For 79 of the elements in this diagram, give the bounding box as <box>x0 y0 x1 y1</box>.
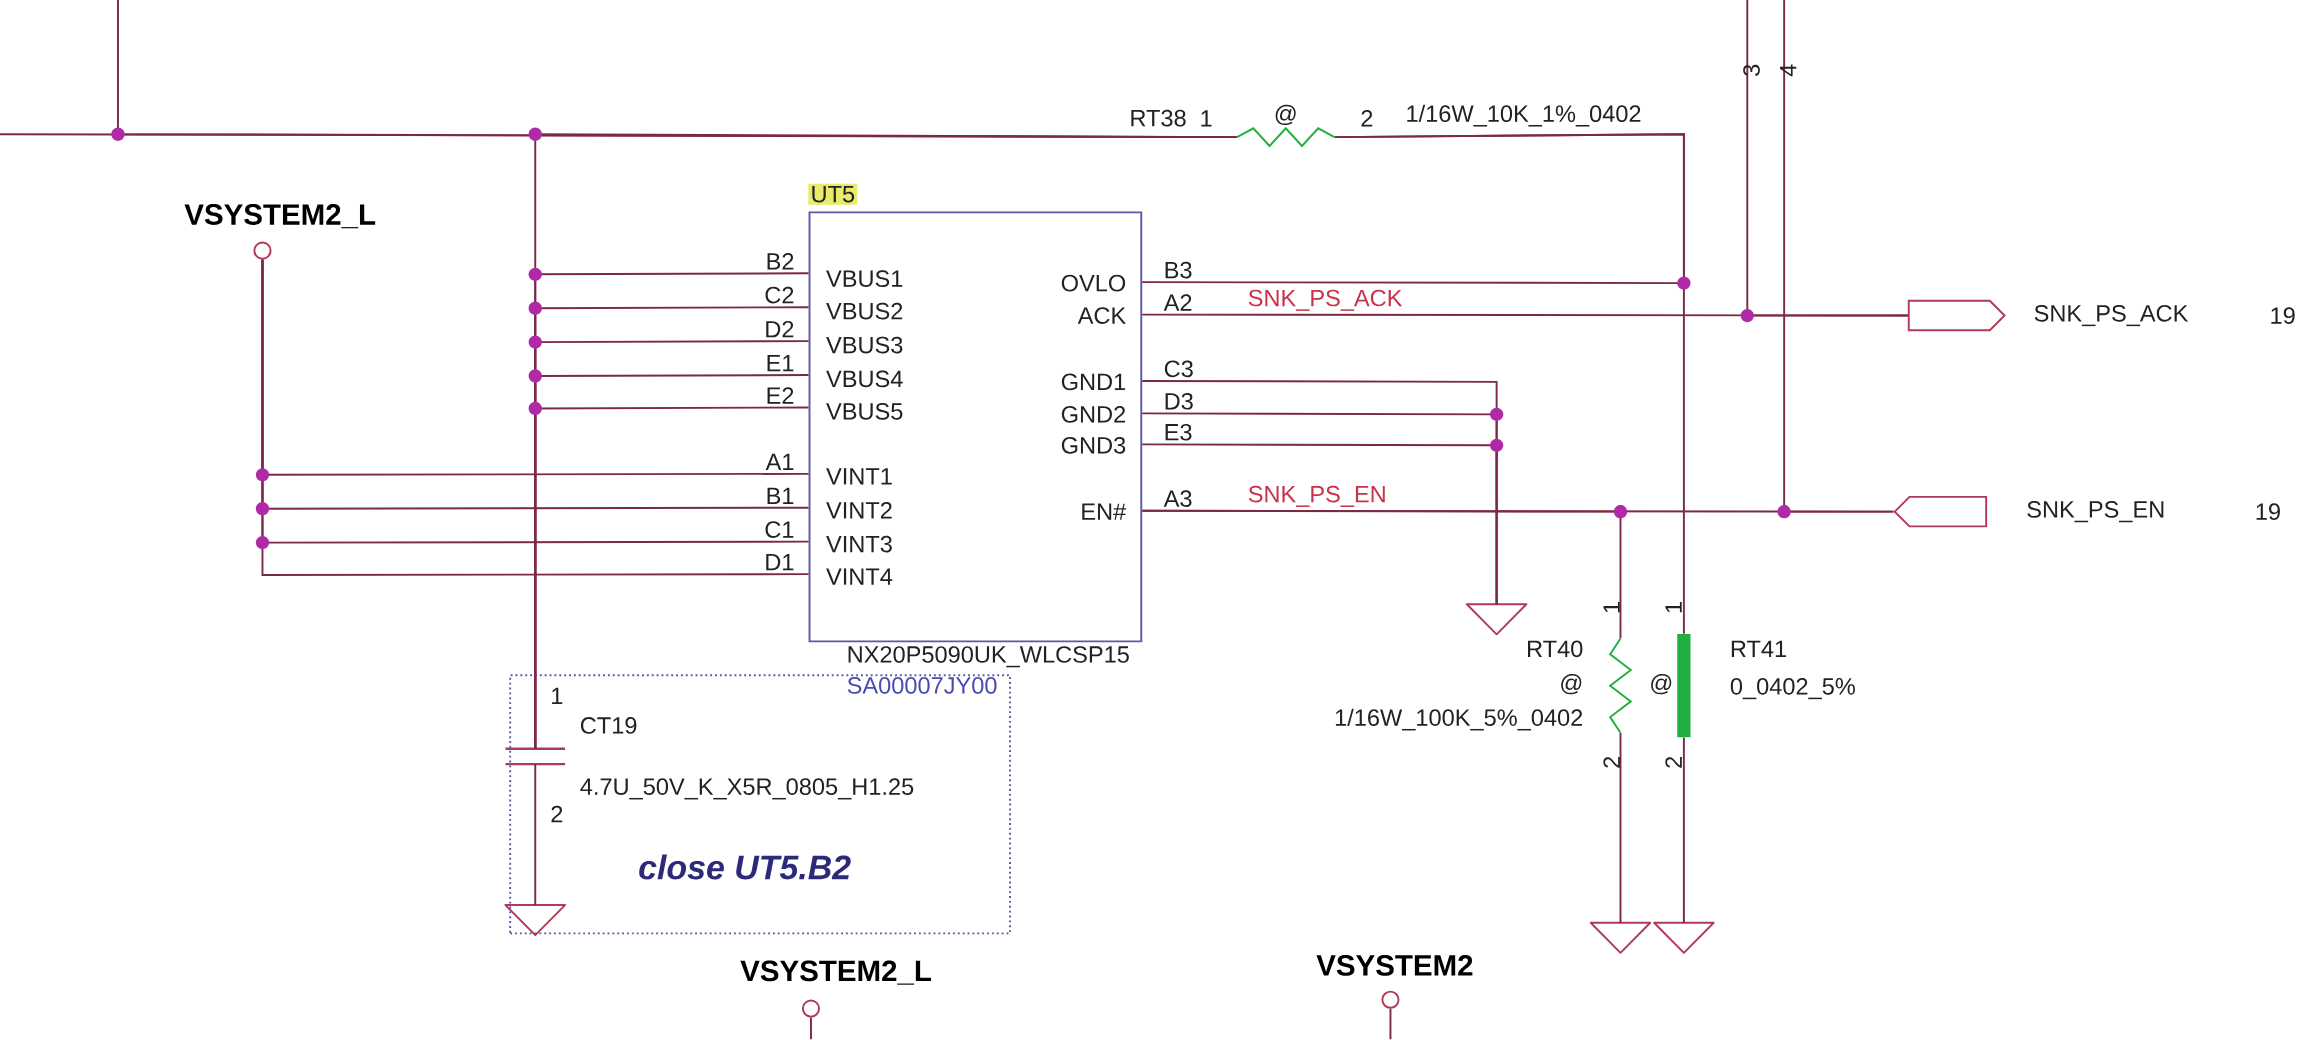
pin-name: ACK <box>1077 307 1126 325</box>
pin-number: 19 <box>2271 307 2295 325</box>
pin-name: VBUS5 <box>826 403 903 420</box>
pin-number: A2 <box>1162 293 1194 313</box>
wire <box>1783 0 1895 513</box>
component-label: CT19 <box>581 717 637 735</box>
component-label: @ <box>1561 674 1582 695</box>
pin-number: 1 <box>1201 110 1212 127</box>
pin-number: 19 <box>2256 503 2280 521</box>
pin-number: 2 <box>1603 757 1620 768</box>
wire <box>1333 133 1685 635</box>
pin-name: GND1 <box>1061 373 1126 391</box>
pin-name: VINT2 <box>826 502 892 519</box>
component-label: RT40 <box>1528 640 1583 658</box>
pin-name: VBUS4 <box>826 370 903 388</box>
component-value: NX20P5090UK_WLCSP15 <box>848 646 1129 668</box>
power-rail-label: VSYSTEM2_L <box>740 960 931 985</box>
pin-number: E1 <box>764 353 796 373</box>
pin-number: 4 <box>1780 64 1797 77</box>
wire <box>117 0 1238 139</box>
part-number: SA00007JY00 <box>847 677 997 695</box>
component-label: SNK_PS_ACK <box>2034 305 2189 327</box>
pin-name: GND2 <box>1061 406 1126 423</box>
pin-number: D3 <box>1162 391 1196 412</box>
pin-number: C2 <box>762 285 796 306</box>
component-label: 1/16W_100K_5%_0402 <box>1335 708 1583 731</box>
placement-note: close UT5.B2 <box>639 854 851 880</box>
pin-name: VBUS2 <box>826 303 903 320</box>
wire <box>1389 1008 1392 1040</box>
pin-name: VINT1 <box>826 468 892 485</box>
pin-name: OVLO <box>1061 275 1126 292</box>
pin-name: VBUS1 <box>826 270 903 288</box>
wire <box>1682 736 1685 924</box>
component-value: @ <box>1651 674 1672 695</box>
power-rail-label: VSYSTEM2_L <box>184 204 376 229</box>
net-name: SNK_PS_EN <box>1248 486 1385 508</box>
ground-symbol <box>1653 922 1715 954</box>
pin-name: EN# <box>1082 503 1127 520</box>
pin-name: VINT3 <box>826 536 892 553</box>
pin-name: VINT4 <box>826 568 893 585</box>
ground-symbol <box>504 904 566 937</box>
pin-number: C1 <box>762 519 796 540</box>
pin-number: A1 <box>764 452 796 472</box>
pin-number: 1 <box>552 688 563 705</box>
component-label: 1/16W_10K_1%_0402 <box>1407 104 1641 127</box>
component-label: SNK_PS_EN <box>2027 501 2164 523</box>
pin-number: 3 <box>1743 65 1760 77</box>
wire <box>810 1016 812 1040</box>
pin-number: B3 <box>1162 260 1194 281</box>
component-label: RT41 <box>1731 640 1786 658</box>
pin-name: VBUS3 <box>826 336 903 354</box>
pin-number: 2 <box>551 805 563 823</box>
pin-name: GND3 <box>1061 437 1126 454</box>
wire <box>1141 510 1622 640</box>
component-label: @ <box>1275 104 1296 126</box>
wire <box>1619 732 1622 924</box>
net-name: SNK_PS_ACK <box>1248 289 1403 312</box>
ground-symbol <box>1589 922 1652 954</box>
pin-number: D2 <box>762 319 796 340</box>
wire <box>1746 0 1909 317</box>
pin-number: 2 <box>1665 757 1682 768</box>
ground-symbol <box>1465 603 1528 636</box>
pin-number: B1 <box>764 486 796 506</box>
pin-number: C3 <box>1162 359 1196 379</box>
pin-number: B2 <box>764 251 796 272</box>
component-value: 0_0402_5% <box>1730 678 1855 700</box>
pin-number: 2 <box>1361 110 1373 127</box>
power-rail-label: VSYSTEM2 <box>1316 955 1473 977</box>
component-label: 4.7U_50V_K_X5R_0805_H1.25 <box>580 778 914 800</box>
pin-number: E2 <box>764 386 796 406</box>
reference-designator: UT5 <box>808 184 858 205</box>
pin-number: A3 <box>1162 489 1194 509</box>
pin-number: D1 <box>762 552 796 573</box>
component-label: RT38 <box>1131 110 1186 127</box>
wire <box>1141 443 1498 606</box>
pin-number: E3 <box>1162 422 1194 443</box>
pin-number: 1 <box>1603 602 1620 613</box>
pin-number: 1 <box>1665 602 1682 613</box>
wire <box>534 763 537 907</box>
